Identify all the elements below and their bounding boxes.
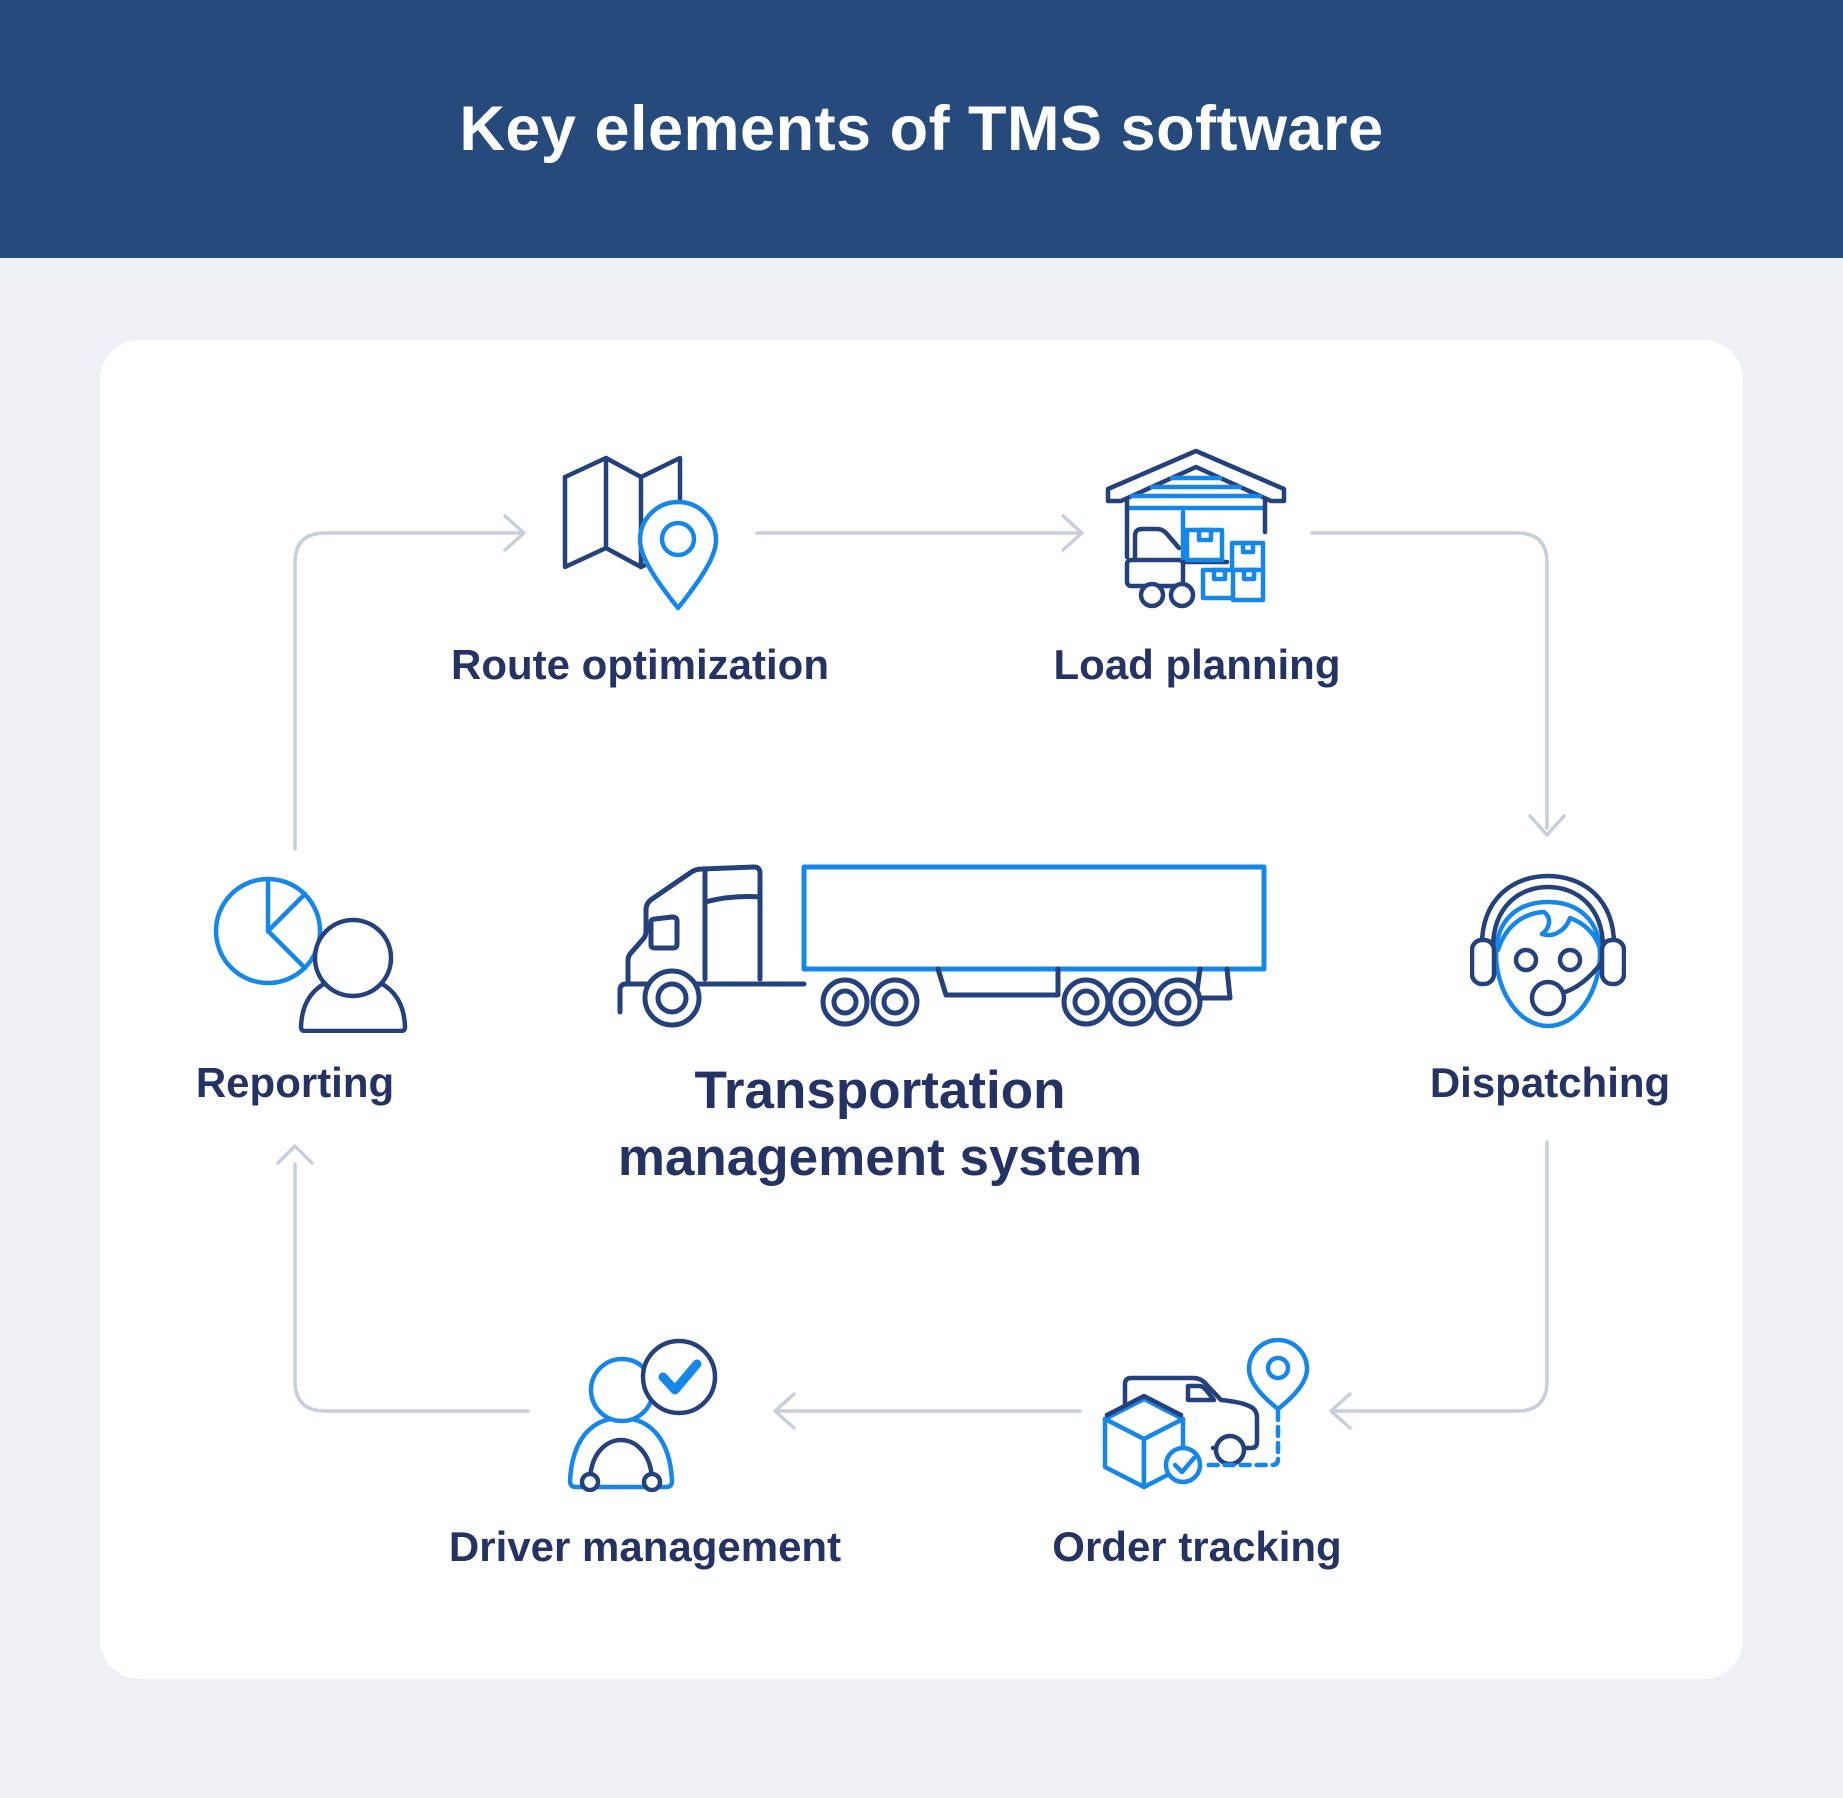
load-planning-label: Load planning [1053, 641, 1341, 688]
dispatching-label: Dispatching [1429, 1059, 1671, 1106]
map-location-pin-icon [562, 455, 719, 611]
flow-arrowhead-left-1 [1329, 1392, 1352, 1430]
page-title: Key elements of TMS software [459, 94, 1384, 164]
driver-checkmark-icon [567, 1338, 718, 1492]
flow-arrowhead-up [276, 1144, 314, 1165]
center-title: Transportation management system [618, 1057, 1142, 1191]
flow-arrowhead-right-2 [1061, 514, 1084, 552]
flow-arrow-driver-to-reporting [293, 1162, 530, 1413]
flow-arrow-load-to-dispatching [1310, 531, 1549, 830]
flow-arrow-dispatching-to-order [1333, 1140, 1549, 1413]
flow-arrowhead-down [1528, 814, 1566, 837]
header-band: Key elements of TMS software [0, 0, 1843, 258]
pie-chart-person-icon [213, 876, 408, 1033]
driver-management-label: Driver management [448, 1523, 842, 1570]
package-delivery-tracking-icon [1102, 1338, 1310, 1490]
center-title-line1: Transportation [694, 1061, 1066, 1120]
center-title-line2: management system [617, 1128, 1143, 1187]
semi-truck-icon [617, 864, 1267, 1028]
flow-arrowhead-right-1 [503, 514, 526, 552]
route-optimization-label: Route optimization [451, 641, 829, 688]
flow-arrowhead-left-2 [773, 1392, 796, 1430]
warehouse-forklift-icon [1105, 448, 1287, 609]
order-tracking-label: Order tracking [1052, 1523, 1342, 1570]
flow-arrow-reporting-to-route [293, 531, 522, 851]
reporting-label: Reporting [195, 1059, 395, 1106]
dispatcher-headset-icon [1470, 873, 1626, 1029]
